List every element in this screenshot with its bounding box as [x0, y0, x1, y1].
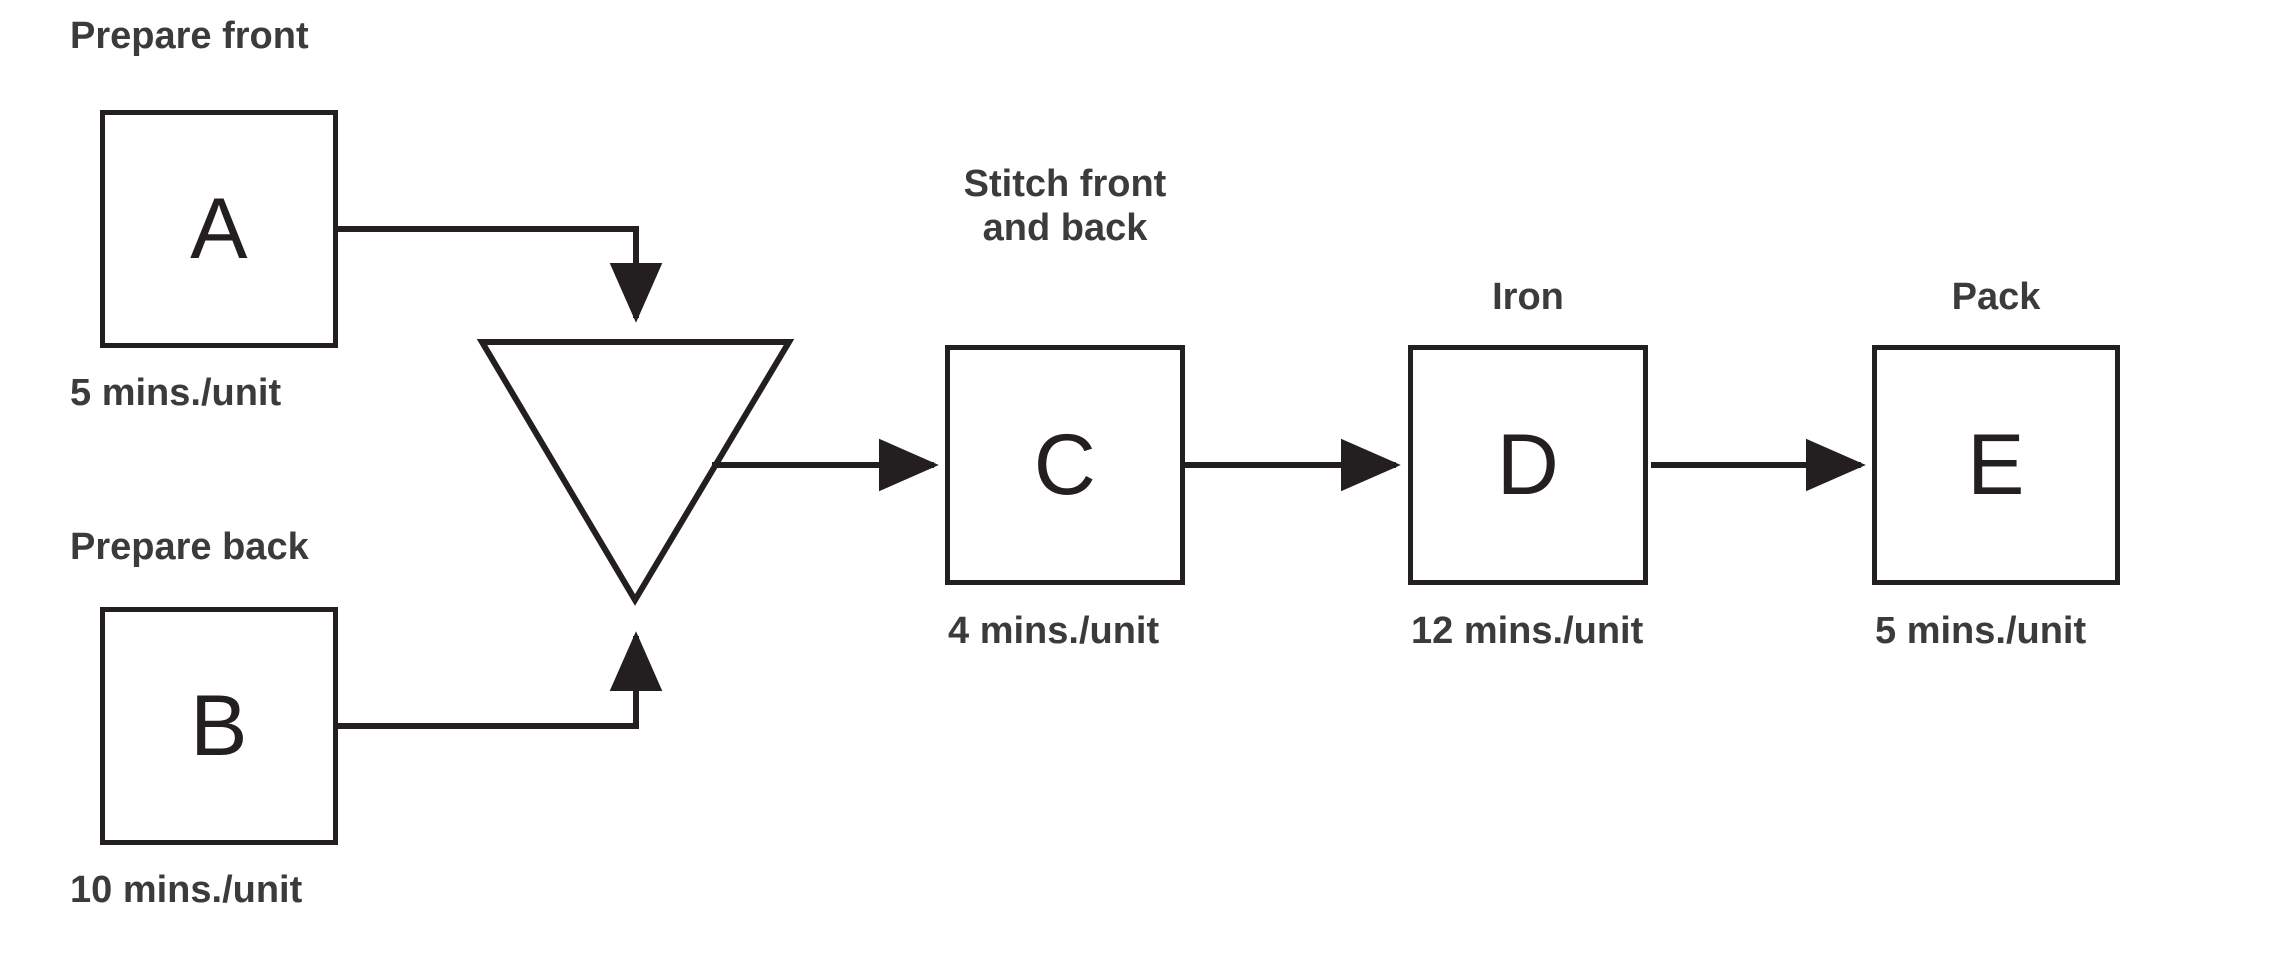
node-c-time: 4 mins./unit [948, 610, 1160, 652]
edge-b-to-buffer [337, 631, 663, 729]
node-b-letter: B [190, 678, 248, 774]
buffer-triangle-node[interactable] [482, 342, 790, 602]
node-d-box[interactable]: D [1408, 345, 1648, 585]
node-a-time: 5 mins./unit [70, 372, 282, 414]
node-e-box[interactable]: E [1872, 345, 2120, 585]
node-b-time: 10 mins./unit [70, 869, 303, 911]
node-d-caption: Iron [1492, 276, 1564, 318]
node-d-letter: D [1496, 417, 1560, 513]
node-e-letter: E [1967, 417, 2025, 513]
node-c-caption: Stitch front and back [963, 163, 1167, 250]
node-c-letter: C [1033, 417, 1097, 513]
node-a-letter: A [190, 181, 248, 277]
node-b-box[interactable]: B [100, 607, 338, 845]
node-c-box[interactable]: C [945, 345, 1185, 585]
node-d-time: 12 mins./unit [1411, 610, 1644, 652]
node-e-caption: Pack [1951, 276, 2041, 318]
edge-a-to-buffer [337, 226, 663, 323]
buffer-triangle-shape [476, 339, 795, 606]
node-a-caption: Prepare front [70, 15, 309, 57]
node-b-caption: Prepare back [70, 526, 309, 568]
node-a-box[interactable]: A [100, 110, 338, 348]
node-e-time: 5 mins./unit [1875, 610, 2087, 652]
